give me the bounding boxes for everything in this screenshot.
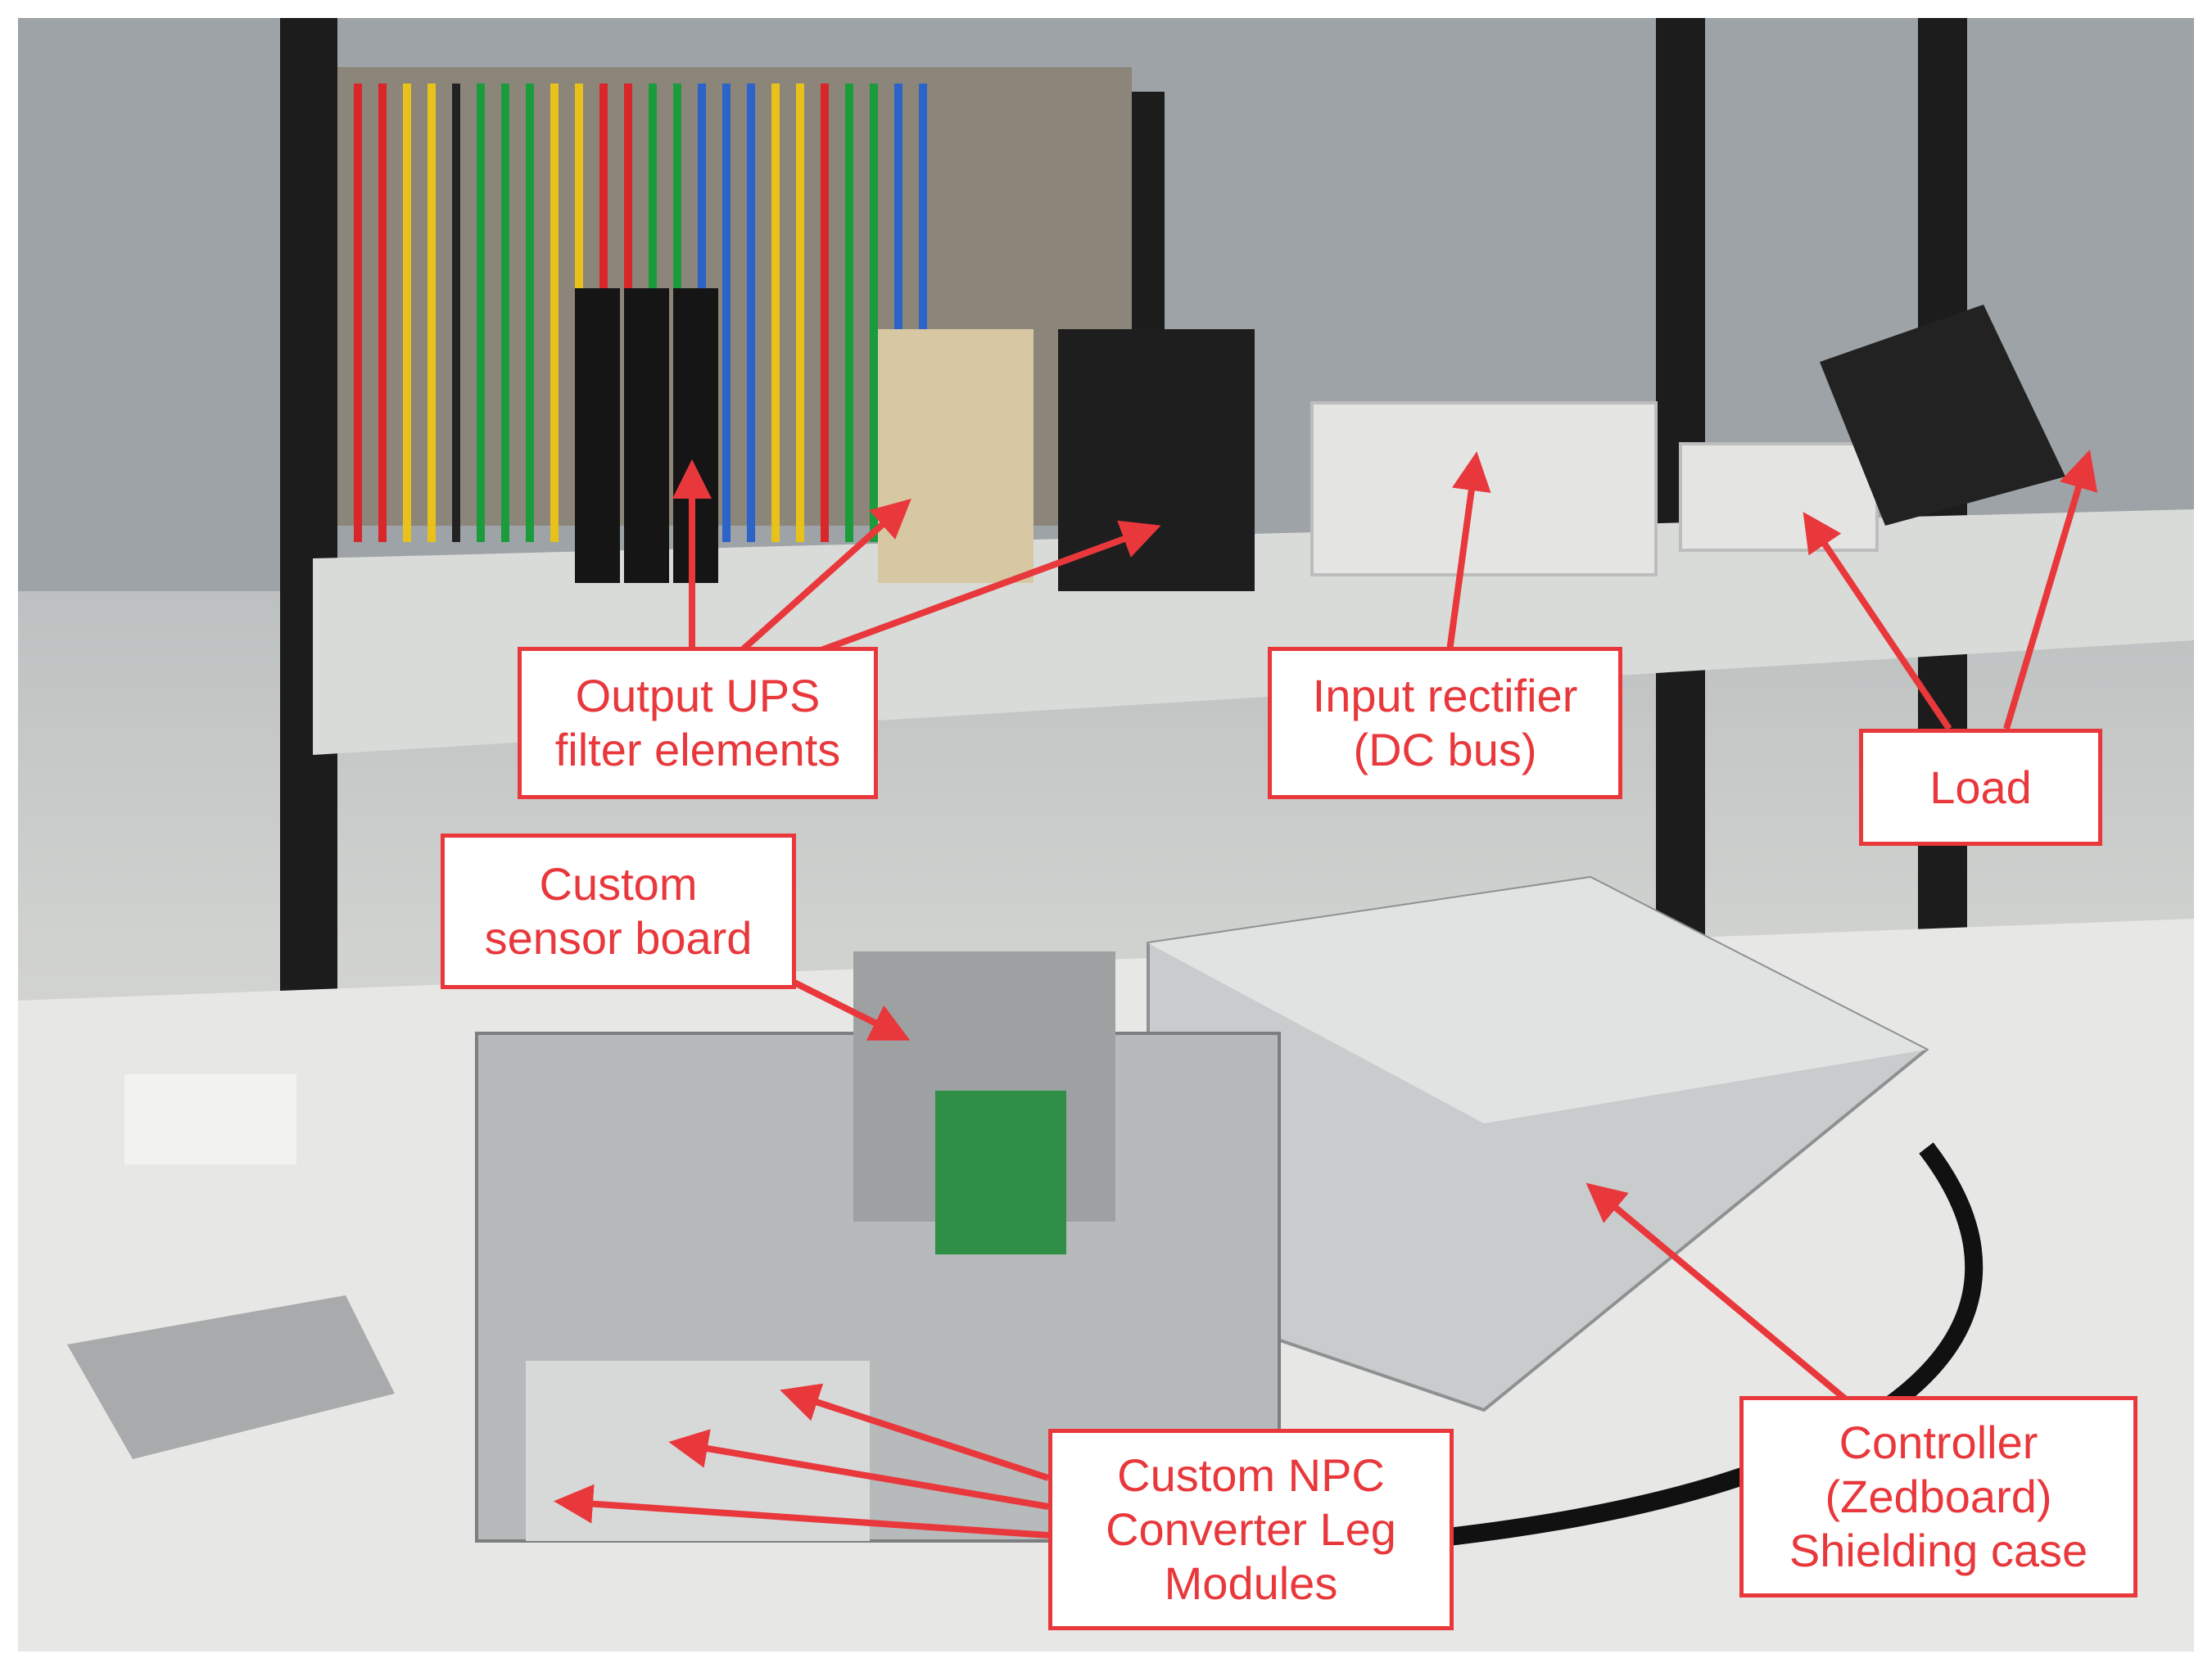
callout-controller-shielding-case: Controller (Zedboard) Shielding case: [1739, 1396, 2137, 1597]
callout-line: Modules: [1164, 1557, 1338, 1609]
callout-custom-npc-modules: Custom NPC Converter Leg Modules: [1048, 1429, 1454, 1630]
callout-line: Converter Leg: [1106, 1503, 1396, 1555]
callout-load: Load: [1859, 729, 2102, 846]
callout-line: Controller: [1839, 1417, 2038, 1468]
callout-line: Output UPS: [575, 670, 821, 721]
callout-line: Input rectifier: [1312, 670, 1578, 721]
callout-line: sensor board: [484, 912, 753, 964]
callout-line: Custom NPC: [1117, 1449, 1385, 1501]
callout-line: Shielding case: [1789, 1525, 2088, 1576]
callout-line: filter elements: [554, 724, 841, 775]
callout-line: Custom: [539, 858, 698, 910]
callout-input-rectifier: Input rectifier (DC bus): [1268, 647, 1622, 799]
callout-line: (Zedboard): [1825, 1471, 2052, 1522]
callout-line: Load: [1929, 761, 2032, 813]
callout-custom-sensor-board: Custom sensor board: [441, 834, 796, 989]
callout-line: (DC bus): [1353, 724, 1537, 775]
callout-output-ups-filter: Output UPS filter elements: [518, 647, 878, 799]
